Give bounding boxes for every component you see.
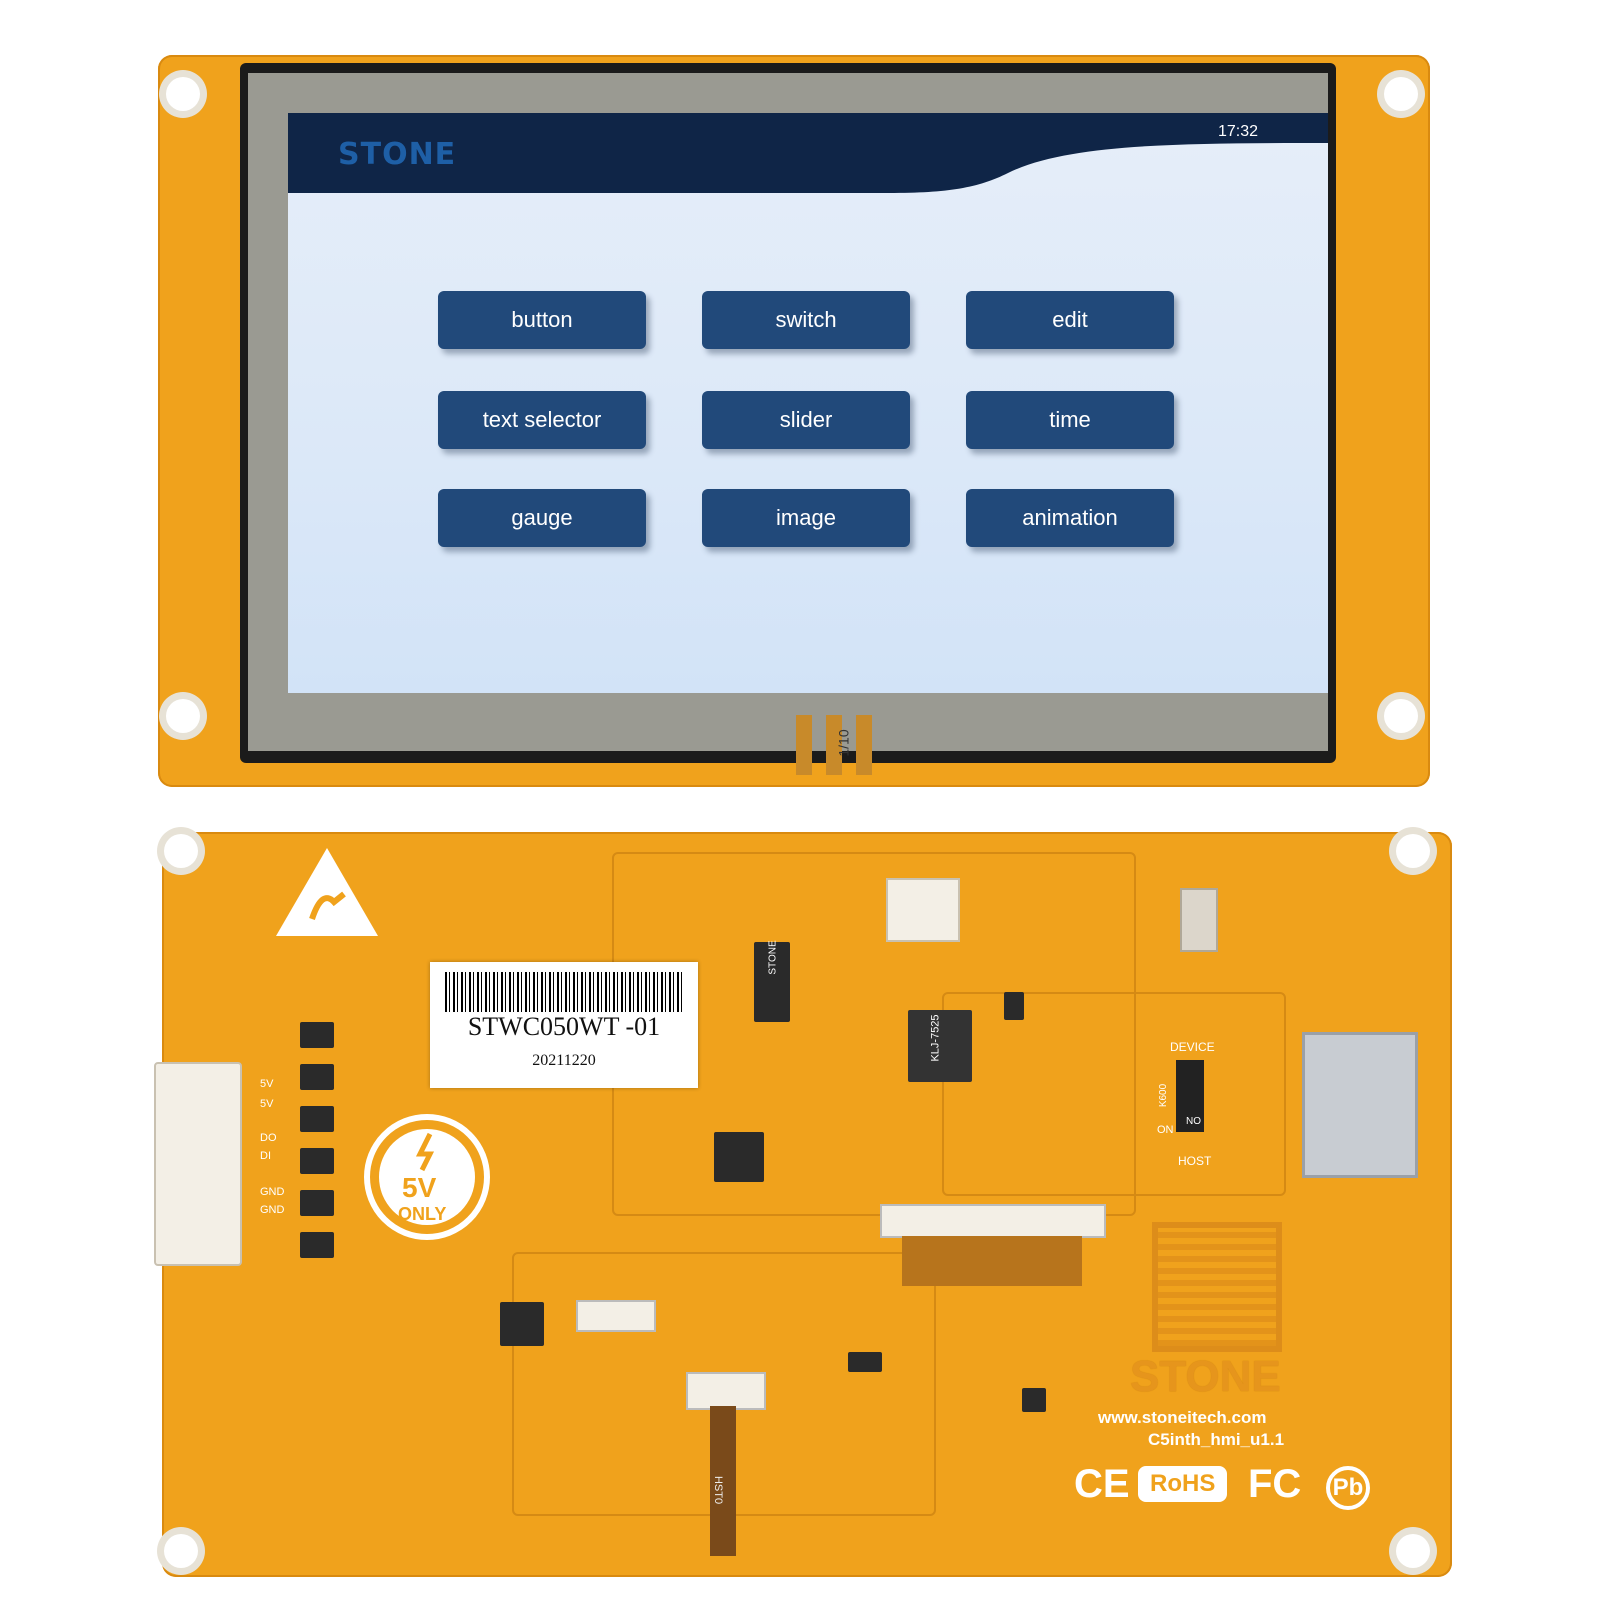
fcc-mark: FC (1248, 1462, 1302, 1506)
switch-on-label: ON (1157, 1124, 1174, 1136)
cable-label: HST0 (712, 1475, 725, 1505)
diode (300, 1232, 334, 1258)
mode-switch[interactable] (1176, 1060, 1204, 1132)
rohs-mark: RoHS (1138, 1466, 1228, 1502)
switch-host-text: HOST (1178, 1154, 1212, 1168)
pcb-trace (942, 992, 1286, 1196)
diode (300, 1106, 334, 1132)
mcu-chip (714, 1132, 764, 1182)
switch-button[interactable]: switch (702, 291, 910, 349)
mounting-hole (166, 77, 200, 111)
pin-label: GND (260, 1204, 285, 1216)
only-text: ONLY (398, 1204, 447, 1224)
buzzer (908, 1010, 972, 1082)
text-selector-button[interactable]: text selector (438, 391, 646, 449)
revision: C5inth_hmi_u1.1 (1148, 1430, 1285, 1449)
manufacture-date: 20211220 (532, 1052, 596, 1069)
lcd-header (288, 113, 1328, 193)
diode (300, 1064, 334, 1090)
touch-fpc (826, 715, 842, 775)
clock: 17:32 (1217, 123, 1258, 140)
button-button[interactable]: button (438, 291, 646, 349)
pin-label: DO (260, 1132, 277, 1144)
mounting-hole (164, 1534, 198, 1568)
fpc-label: 1/10 (835, 729, 852, 757)
touch-panel: STONE 17:32 button switch edit text sele… (248, 73, 1328, 751)
diode (300, 1148, 334, 1174)
usb-port[interactable] (1302, 1032, 1418, 1178)
switch-no-label: NO (1186, 1116, 1201, 1127)
touch-fpc (796, 715, 812, 775)
gauge-button[interactable]: gauge (438, 489, 646, 547)
power-connector (154, 1062, 242, 1266)
back-board: STWC050WT -01 20211220 5V ONLY 5V 5V DO … (154, 832, 1452, 1577)
lcd-fpc-cable (902, 1236, 1082, 1286)
switch-k600-label: K600 (1158, 1083, 1170, 1108)
buzzer-label: KLJ-7525 (929, 1014, 942, 1062)
debug-cable (710, 1406, 736, 1556)
animation-button[interactable]: animation (966, 489, 1174, 547)
pin-label: 5V (260, 1098, 274, 1110)
lcd-screen: STONE 17:32 button switch edit text sele… (288, 113, 1328, 693)
esd-warning-icon (276, 848, 378, 936)
brand-title: STONE (338, 137, 457, 172)
display-bezel: STONE 17:32 button switch edit text sele… (240, 63, 1336, 763)
small-connector (576, 1300, 656, 1332)
time-button[interactable]: time (966, 391, 1174, 449)
website: www.stoneitech.com (1098, 1408, 1267, 1427)
switch-device-label: DEVICE (1170, 1040, 1215, 1054)
diode (300, 1022, 334, 1048)
barcode (445, 972, 685, 1012)
pin-label: DI (260, 1150, 271, 1162)
product-label: STWC050WT -01 20211220 (430, 962, 698, 1088)
pin-label: GND (260, 1186, 285, 1198)
image-button[interactable]: image (702, 489, 910, 547)
touch-fpc (856, 715, 872, 775)
edit-button[interactable]: edit (966, 291, 1174, 349)
reset-button[interactable] (1180, 888, 1218, 952)
5v-only-badge (364, 1114, 490, 1240)
chip-label: STONE (767, 940, 779, 975)
slider-button[interactable]: slider (702, 391, 910, 449)
board-brand: STONE (1130, 1352, 1281, 1401)
lcd-fpc-connector (880, 1204, 1106, 1238)
front-board: STONE 17:32 button switch edit text sele… (158, 55, 1430, 787)
mounting-hole (166, 699, 200, 733)
model-number: STWC050WT -01 (467, 1012, 661, 1041)
jst-connector (886, 878, 960, 942)
ic-chip (1022, 1388, 1046, 1412)
mounting-hole (1384, 699, 1418, 733)
ic-chip (848, 1352, 882, 1372)
mounting-hole (1396, 1534, 1430, 1568)
flash-chip (754, 942, 790, 1022)
qr-code (1152, 1222, 1282, 1352)
transistor (1004, 992, 1024, 1020)
mounting-hole (1384, 77, 1418, 111)
mounting-hole (1396, 834, 1430, 868)
mounting-hole (164, 834, 198, 868)
diode (300, 1190, 334, 1216)
ce-mark: CE (1074, 1462, 1130, 1506)
debug-connector (686, 1372, 766, 1410)
ic-chip (500, 1302, 544, 1346)
5v-text: 5V (402, 1172, 437, 1203)
pb-free-mark: Pb (1326, 1466, 1370, 1510)
pin-label: 5V (260, 1078, 274, 1090)
